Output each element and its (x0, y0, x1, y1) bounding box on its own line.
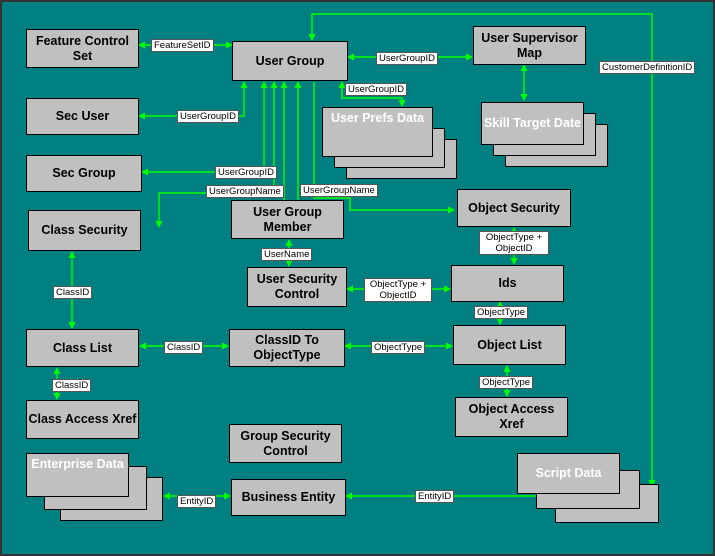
class-list-box: Class List (26, 329, 139, 367)
group-security-control-box: Group Security Control (229, 424, 342, 463)
label-objecttype-access: ObjectType (479, 376, 534, 389)
label-objecttype-objectid-1: ObjectType + ObjectID (479, 231, 549, 255)
label-usergroupid-supervisor: UserGroupID (376, 52, 438, 65)
label-classid-access: ClassID (52, 379, 92, 392)
label-objecttype-horizontal: ObjectType (371, 341, 426, 354)
label-usergroupname-class: UserGroupName (206, 185, 284, 198)
user-security-control-box: User Security Control (247, 267, 347, 307)
class-access-xref-box: Class Access Xref (26, 400, 139, 439)
label-entityid-enterprise: EntityID (177, 495, 217, 508)
label-customerdefinitionid: CustomerDefinitionID (599, 61, 696, 74)
object-list-box: Object List (453, 325, 566, 365)
class-security-box: Class Security (28, 210, 141, 251)
object-access-xref-box: Object Access Xref (455, 397, 568, 437)
label-classid-horizontal: ClassID (164, 341, 204, 354)
user-supervisor-map-box: User Supervisor Map (473, 26, 586, 65)
label-entityid-script: EntityID (415, 490, 455, 503)
business-entity-box: Business Entity (231, 479, 346, 516)
label-usergroupid-secuser: UserGroupID (177, 110, 239, 123)
sec-group-box: Sec Group (26, 155, 142, 192)
connector-customerdefinition (308, 13, 656, 487)
script-data-box: Script Data (517, 453, 620, 494)
label-classid-vertical: ClassID (53, 286, 93, 299)
skill-target-date-box: Skill Target Date (481, 102, 584, 145)
user-group-member-box: User Group Member (231, 200, 344, 239)
connector-secgroup-usergroup (141, 81, 268, 176)
classid-to-objecttype-box: ClassID To ObjectType (229, 329, 345, 367)
enterprise-data-box: Enterprise Data (26, 453, 129, 497)
label-username: UserName (261, 248, 313, 261)
label-usergroupid-secgroup: UserGroupID (215, 166, 277, 179)
ids-box: Ids (451, 265, 564, 302)
label-usergroupname-object: UserGroupName (300, 184, 378, 197)
label-featuresetid: FeatureSetID (151, 39, 214, 52)
label-objecttype-ids: ObjectType (474, 306, 529, 319)
feature-control-set-box: Feature Control Set (26, 29, 139, 68)
sec-user-box: Sec User (26, 98, 139, 135)
user-prefs-data-box: User Prefs Data (322, 107, 433, 157)
label-usergroupid-prefs: UserGroupID (345, 83, 407, 96)
object-security-box: Object Security (457, 189, 571, 227)
label-objecttype-objectid-2: ObjectType + ObjectID (364, 278, 432, 302)
user-group-box: User Group (232, 41, 348, 81)
